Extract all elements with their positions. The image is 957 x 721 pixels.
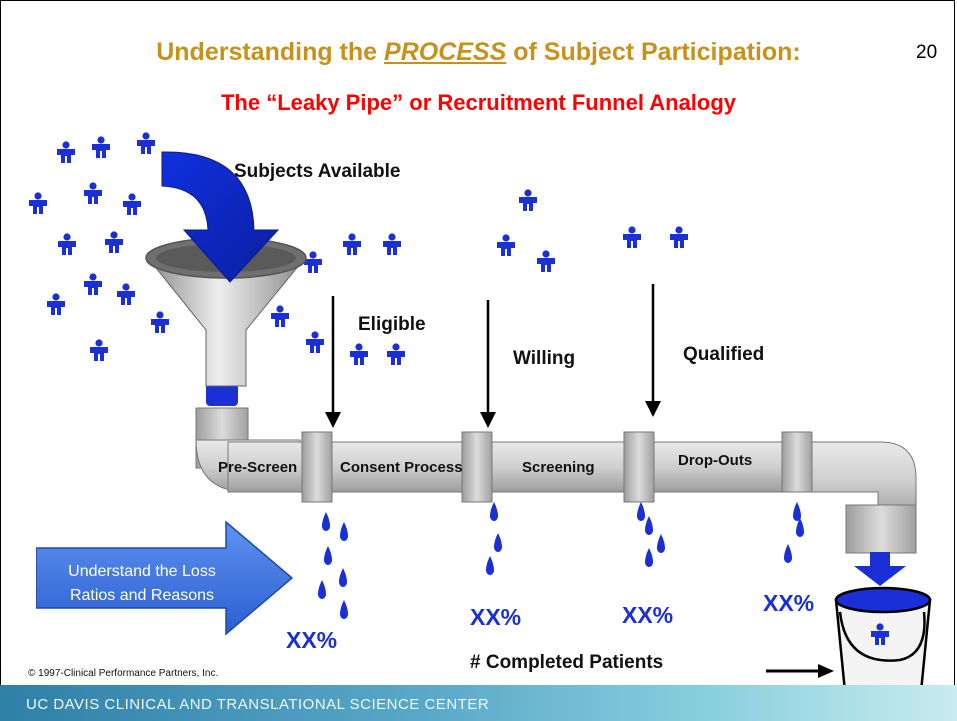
callout-arrow-text: Understand the Loss Ratios and Reasons: [44, 560, 240, 608]
person-icon: [670, 226, 688, 248]
drop-icon: [324, 546, 332, 565]
label-eligible: Eligible: [358, 314, 426, 335]
pipe-coupling: [301, 431, 333, 503]
person-icon: [271, 305, 289, 327]
water-drops: [318, 502, 804, 619]
drop-icon: [340, 522, 348, 541]
pipe-coupling: [623, 431, 655, 503]
title-emphasis: PROCESS: [384, 38, 507, 66]
drop-icon: [784, 544, 792, 563]
drop-icon: [645, 516, 653, 535]
person-icon: [58, 233, 76, 255]
loss-percentage: XX%: [470, 604, 522, 630]
person-icon: [84, 273, 102, 295]
drop-icon: [645, 548, 653, 567]
person-icon: [57, 141, 75, 163]
label-subjects-available: Subjects Available: [234, 161, 401, 182]
drop-icon: [339, 568, 347, 587]
person-icon: [123, 193, 141, 215]
curved-arrow-icon: [161, 151, 280, 283]
drop-icon: [490, 502, 498, 521]
callout-line-1: Understand the Loss: [68, 563, 216, 580]
slide-title: Understanding the PROCESS of Subject Par…: [0, 38, 957, 67]
person-icon: [92, 136, 110, 158]
bucket-icon: [834, 586, 932, 704]
loss-percentage: XX%: [622, 602, 674, 628]
slide-number: 20: [916, 42, 938, 63]
person-icon: [151, 311, 169, 333]
copyright-text: © 1997-Clinical Performance Partners, In…: [28, 668, 219, 679]
funnel-outflow: [206, 384, 238, 406]
label-willing: Willing: [513, 348, 576, 369]
segment-consent-process: Consent Process: [340, 459, 463, 476]
label-qualified: Qualified: [683, 344, 765, 365]
slide-subtitle: The “Leaky Pipe” or Recruitment Funnel A…: [220, 90, 737, 115]
drop-icon: [637, 502, 645, 521]
person-icon: [137, 132, 155, 154]
person-icon: [105, 231, 123, 253]
arrow-head-icon: [325, 412, 341, 428]
arrow-head-icon: [480, 412, 496, 428]
person-icon: [387, 343, 405, 365]
drop-icon: [318, 580, 326, 599]
person-icon: [117, 283, 135, 305]
callout-arrow-icon: [36, 520, 294, 636]
person-icon: [497, 234, 515, 256]
loss-percentage: XX%: [763, 590, 815, 616]
segment-screening: Screening: [522, 459, 595, 476]
person-icon: [519, 189, 537, 211]
outflow-arrow-icon: [854, 552, 906, 586]
footer-bar: UC DAVIS CLINICAL AND TRANSLATIONAL SCIE…: [0, 685, 957, 721]
person-icon: [84, 182, 102, 204]
person-icon: [623, 226, 641, 248]
completed-arrow-head-icon: [818, 664, 834, 678]
drop-icon: [494, 533, 502, 552]
down-arrows: [325, 284, 661, 428]
drop-icon: [322, 512, 330, 531]
person-icon: [29, 192, 47, 214]
person-icon: [47, 293, 65, 315]
drop-icon: [657, 534, 665, 553]
person-icon: [90, 339, 108, 361]
pipe-coupling: [781, 431, 813, 493]
person-icon: [306, 331, 324, 353]
title-suffix: of Subject Participation:: [506, 38, 801, 66]
footer-text: UC DAVIS CLINICAL AND TRANSLATIONAL SCIE…: [26, 696, 490, 713]
callout-line-2: Ratios and Reasons: [69, 587, 215, 604]
person-icon: [350, 343, 368, 365]
person-icon: [304, 251, 322, 273]
drop-icon: [793, 502, 801, 521]
drop-icon: [486, 556, 494, 575]
segment-drop-outs: Drop-Outs: [678, 452, 753, 469]
person-icon: [343, 233, 361, 255]
drop-icon: [340, 600, 348, 619]
pipe-coupling: [461, 431, 493, 503]
person-icon: [383, 233, 401, 255]
arrow-head-icon: [645, 401, 661, 417]
label-completed-patients: # Completed Patients: [470, 652, 664, 673]
title-prefix: Understanding the: [156, 38, 385, 66]
loss-percentage: XX%: [286, 627, 338, 653]
segment-pre-screen: Pre-Screen: [218, 459, 298, 476]
person-icon: [537, 250, 555, 272]
pipe: [195, 384, 917, 554]
